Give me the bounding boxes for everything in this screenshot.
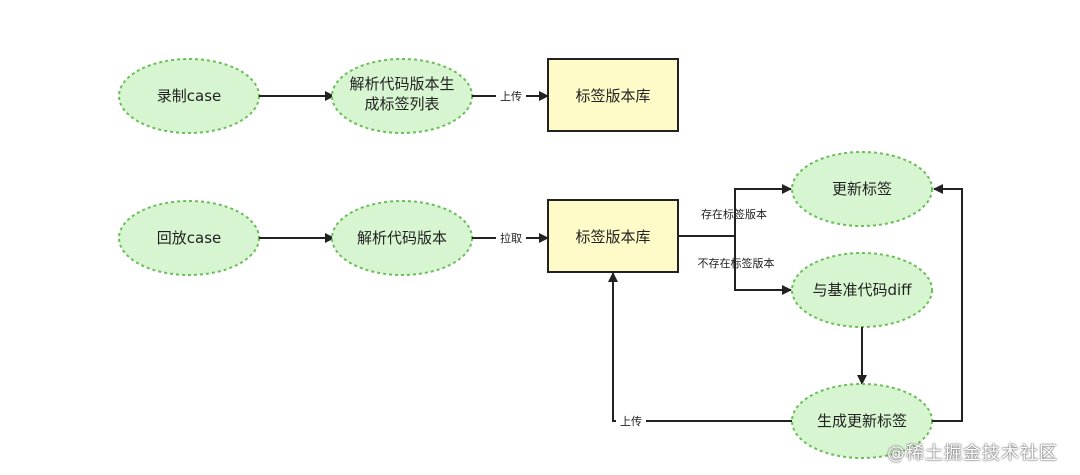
edge-label-upload-top-bg (496, 88, 526, 104)
node-record-case-label: 录制case (157, 87, 221, 105)
edge-label-upload-bottom: 上传 (620, 415, 642, 428)
node-gen-update-label-label: 生成更新标签 (817, 412, 907, 430)
edge-generate-to-update-loop (932, 184, 963, 422)
node-parse-version-label: 解析代码版本 (357, 229, 447, 247)
watermark: @稀土掘金技术社区 (887, 443, 1058, 464)
edge-label-exists: 存在标签版本 (701, 207, 767, 221)
node-parse-generate-label-line1: 解析代码版本生 (349, 75, 454, 93)
edge-generate-to-repo-upload (608, 272, 792, 422)
edge-label-not-exists: 不存在标签版本 (698, 256, 775, 270)
edge-label-fetch-bg (496, 230, 526, 246)
edge-repo-to-diff (734, 236, 792, 295)
node-update-label-shape (791, 151, 933, 227)
node-update-label-label: 更新标签 (832, 180, 892, 198)
node-label-repo-top-shape (547, 58, 679, 132)
node-replay-case-label: 回放case (157, 229, 221, 247)
edge-label-upload-top: 上传 (500, 90, 522, 103)
node-diff-base-label: 与基准代码diff (812, 281, 912, 299)
edge-label-upload-bottom-bg (616, 413, 646, 429)
edge-label-fetch: 拉取 (500, 231, 522, 245)
node-label-repo-bottom-label: 标签版本库 (575, 228, 650, 246)
node-label-repo-top-label: 标签版本库 (575, 87, 650, 105)
edge-repo-to-update (678, 184, 792, 237)
node-parse-generate-label-line2: 成标签列表 (364, 95, 439, 113)
